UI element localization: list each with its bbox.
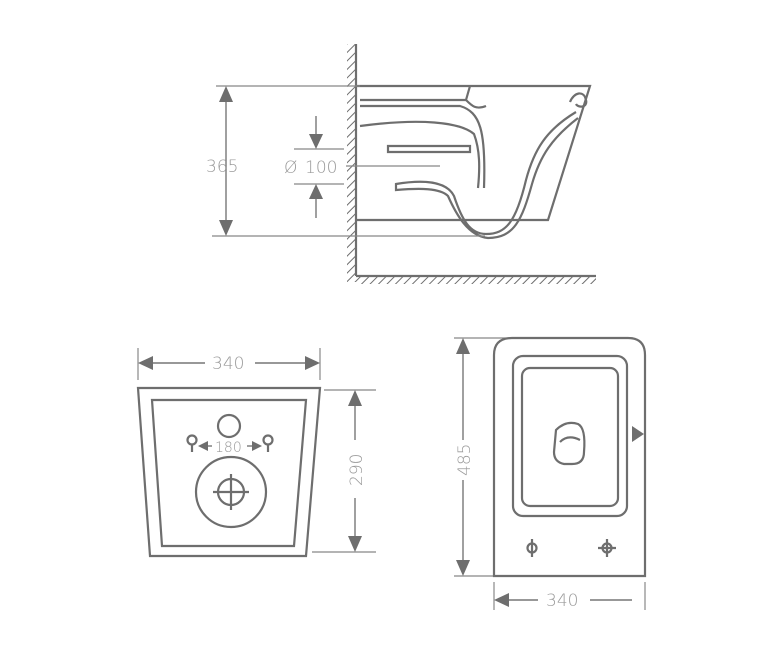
inlet-hole (216, 413, 242, 439)
arrow-right-icon (305, 356, 320, 370)
bowl-inner-surface (360, 104, 579, 240)
top-drain (552, 421, 586, 466)
arrow-down-icon (456, 560, 470, 576)
diameter-symbol: Ø (284, 158, 297, 178)
dim-label-340-top: 340 (546, 591, 578, 611)
top-rim (511, 354, 629, 518)
arrow-down-icon (219, 220, 233, 236)
arrow-up-icon (348, 390, 362, 406)
top-view: 485 340 (454, 336, 647, 611)
front-view: 340 180 290 (136, 348, 376, 558)
wall-hatch (347, 44, 356, 282)
outlet-crosshair-icon (213, 474, 249, 510)
dim-label-340-front: 340 (212, 354, 244, 374)
arrow-up-icon (219, 86, 233, 102)
dim-label-365: 365 (206, 157, 238, 177)
arrow-left-icon (198, 441, 208, 451)
arrow-up-icon (456, 338, 470, 354)
outlet-circle (194, 455, 268, 529)
arrow-up-icon (309, 184, 323, 199)
arrow-down-icon (348, 536, 362, 552)
dim-label-100: 100 (305, 158, 337, 178)
floor-hatch (356, 276, 596, 284)
dim-label-180: 180 (215, 440, 242, 456)
dim-label-290: 290 (347, 454, 367, 486)
bowl-outline (356, 84, 592, 222)
side-view: 365 Ø 100 (206, 44, 596, 284)
top-bolt-left (526, 539, 538, 557)
front-outline (136, 386, 322, 558)
top-bolt-right-crosshair-icon (598, 539, 616, 557)
bowl-rim (360, 85, 588, 109)
arrow-down-icon (309, 134, 323, 149)
front-inner-outline (150, 398, 308, 548)
dim-label-485: 485 (455, 444, 475, 476)
bowl-trapway (359, 120, 481, 189)
bolt-right (262, 434, 274, 452)
top-outline (492, 336, 647, 578)
arrow-right-icon (252, 441, 262, 451)
arrow-left-icon (138, 356, 153, 370)
bolt-left (186, 434, 198, 452)
marker-arrow-icon (632, 426, 644, 442)
arrow-left-icon (494, 593, 509, 607)
top-bowl-opening (520, 366, 620, 508)
